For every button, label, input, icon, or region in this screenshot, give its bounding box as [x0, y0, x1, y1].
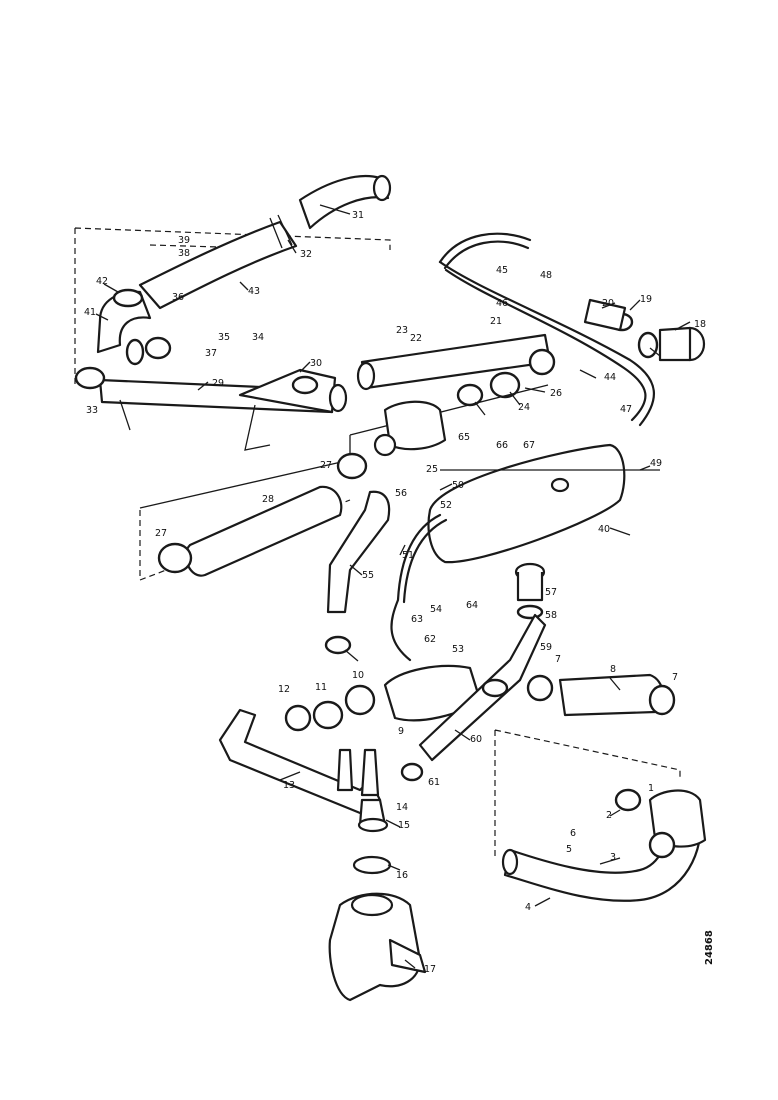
callout-53: 53 — [452, 644, 464, 655]
callout-24: 24 — [518, 402, 530, 413]
callout-63: 63 — [411, 614, 423, 625]
callout-59: 59 — [540, 642, 552, 653]
callout-14: 14 — [396, 802, 408, 813]
callout-51: 51 — [402, 550, 414, 561]
thermostat-housing — [373, 400, 447, 457]
callout-39: 39 — [178, 235, 190, 246]
callout-5: 5 — [566, 844, 572, 855]
callout-23: 23 — [396, 325, 408, 336]
callout-62: 62 — [424, 634, 436, 645]
callout-66: 66 — [496, 440, 508, 451]
callout-41: 41 — [84, 307, 96, 318]
center-pipe-assembly — [139, 333, 556, 509]
callout-10: 10 — [352, 670, 364, 681]
callout-58: 58 — [545, 610, 557, 621]
expansion-tank — [427, 443, 660, 620]
callout-44: 44 — [604, 372, 616, 383]
callout-7b: 7 — [672, 672, 678, 683]
callout-35: 35 — [218, 332, 230, 343]
callout-64: 64 — [466, 600, 478, 611]
callout-40: 40 — [598, 524, 610, 535]
callout-57: 57 — [545, 587, 557, 598]
callout-27b: 27 — [155, 528, 167, 539]
callout-2: 2 — [606, 810, 612, 821]
pump-housing — [328, 855, 427, 1002]
middle-manifold — [284, 613, 676, 762]
callout-38: 38 — [178, 248, 190, 259]
callout-45: 45 — [496, 265, 508, 276]
callout-36: 36 — [172, 292, 184, 303]
callout-17: 17 — [424, 964, 436, 975]
callout-65: 65 — [458, 432, 470, 443]
callout-21: 21 — [490, 316, 502, 327]
callout-60: 60 — [470, 734, 482, 745]
callout-6: 6 — [570, 828, 576, 839]
callout-61: 61 — [428, 777, 440, 788]
callout-26: 26 — [550, 388, 562, 399]
leader-lines — [95, 204, 691, 969]
lower-pipe-13 — [218, 708, 424, 833]
callout-55: 55 — [362, 570, 374, 581]
callout-19: 19 — [640, 294, 652, 305]
bleed-pipes — [390, 513, 448, 662]
callout-56: 56 — [395, 488, 407, 499]
callout-32: 32 — [300, 249, 312, 260]
callout-30: 30 — [310, 358, 322, 369]
callout-43: 43 — [248, 286, 260, 297]
callout-50: 50 — [452, 480, 464, 491]
callout-46: 46 — [496, 298, 508, 309]
lower-left-hoses — [139, 452, 391, 655]
lower-right-pipe — [494, 729, 707, 902]
right-hose-assembly — [438, 232, 706, 427]
callout-12: 12 — [278, 684, 290, 695]
callout-47: 47 — [620, 404, 632, 415]
callout-67: 67 — [523, 440, 535, 451]
callout-31: 31 — [352, 210, 364, 221]
callout-3: 3 — [610, 852, 616, 863]
callout-13: 13 — [283, 780, 295, 791]
callout-22: 22 — [410, 333, 422, 344]
callout-9: 9 — [398, 726, 404, 737]
callout-48: 48 — [540, 270, 552, 281]
callout-labels: 1 2 3 4 5 6 7 7 8 9 10 11 12 13 14 15 16… — [84, 210, 706, 975]
callout-27a: 27 — [320, 460, 332, 471]
callout-11: 11 — [315, 682, 327, 693]
callout-42: 42 — [96, 276, 108, 287]
callout-7a: 7 — [555, 654, 561, 665]
callout-49: 49 — [650, 458, 662, 469]
callout-54: 54 — [430, 604, 442, 615]
callout-16: 16 — [396, 870, 408, 881]
callout-8: 8 — [610, 664, 616, 675]
callout-25: 25 — [426, 464, 438, 475]
callout-34: 34 — [252, 332, 264, 343]
callout-18: 18 — [694, 319, 706, 330]
callout-37: 37 — [205, 348, 217, 359]
upper-intake-assembly — [74, 174, 392, 451]
callout-20: 20 — [602, 298, 614, 309]
figure-number: 24868 — [704, 930, 715, 965]
callout-4: 4 — [525, 902, 531, 913]
callout-52: 52 — [440, 500, 452, 511]
callout-33: 33 — [86, 405, 98, 416]
callout-15: 15 — [398, 820, 410, 831]
callout-1: 1 — [648, 783, 654, 794]
callout-29: 29 — [212, 378, 224, 389]
callout-28: 28 — [262, 494, 274, 505]
